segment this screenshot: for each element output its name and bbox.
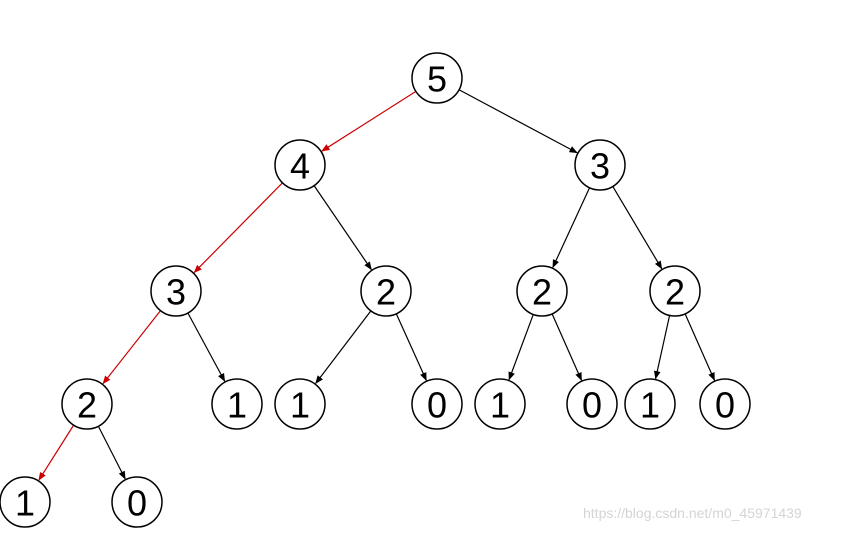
edge-n2d-to-n0c [684,313,716,381]
node-circle [0,476,51,528]
node-label: 2 [532,272,552,313]
tree-node-n2b: 2 [360,265,412,317]
tree-node-n1b: 1 [274,378,326,430]
node-label: 3 [166,272,186,313]
node-label: 0 [715,385,735,426]
node-label: 5 [427,59,447,100]
edge-n2d-to-n1d [653,315,671,380]
edge-n5-to-n3r [458,89,578,154]
node-label: 1 [490,385,510,426]
node-circle [61,378,113,430]
edge-n4-to-n2b [313,185,372,271]
tree-node-n4: 4 [274,139,326,191]
node-label: 1 [290,385,310,426]
node-circle [649,265,701,317]
node-circle [474,378,526,430]
tree-node-n5: 5 [411,52,463,104]
edges [38,89,716,481]
node-label: 3 [590,146,610,187]
tree-node-n1d: 1 [624,378,676,430]
tree-node-n0c: 0 [699,378,751,430]
watermark-text: https://blog.csdn.net/m0_45971439 [583,505,802,521]
edge-n2c-to-n0b [551,313,583,381]
node-label: 0 [582,385,602,426]
edge-n2b-to-n1b [315,310,372,384]
node-circle [411,52,463,104]
node-label: 2 [665,272,685,313]
tree-node-n0a: 0 [411,378,463,430]
edge-n3r-to-n2d [612,186,663,270]
tree-node-n1c: 1 [474,378,526,430]
tree-node-n1e: 1 [0,476,51,528]
node-circle [574,139,626,191]
node-label: 2 [376,272,396,313]
edge-n3l-to-n1a [187,312,226,382]
tree-node-n1a: 1 [211,378,263,430]
tree-node-n2d: 2 [649,265,701,317]
edge-n2a-to-n0d [97,425,126,480]
node-circle [274,378,326,430]
tree-node-n2a: 2 [61,378,113,430]
node-label: 1 [640,385,660,426]
node-label: 0 [427,385,447,426]
node-label: 1 [227,385,247,426]
node-circle [150,265,202,317]
node-circle [360,265,412,317]
node-label: 2 [77,385,97,426]
edge-n4-to-n3l-highlighted [193,182,283,274]
edge-n2c-to-n1c [508,314,534,381]
node-label: 0 [127,483,147,524]
node-circle [411,378,463,430]
node-circle [274,139,326,191]
tree-node-n0d: 0 [111,476,163,528]
node-label: 4 [290,146,310,187]
node-circle [516,265,568,317]
tree-node-n3r: 3 [574,139,626,191]
edge-n5-to-n4-highlighted [321,90,417,152]
edge-n3l-to-n2a-highlighted [102,310,162,385]
node-label: 1 [15,483,35,524]
node-circle [699,378,751,430]
edge-n2b-to-n0a [395,313,427,382]
edge-n3r-to-n2c [552,187,591,269]
tree-node-n3l: 3 [150,265,202,317]
node-circle [624,378,676,430]
tree-node-n0b: 0 [566,378,618,430]
node-circle [211,378,263,430]
node-circle [566,378,618,430]
edge-n2a-to-n1e-highlighted [38,424,75,481]
tree-node-n2c: 2 [516,265,568,317]
node-circle [111,476,163,528]
